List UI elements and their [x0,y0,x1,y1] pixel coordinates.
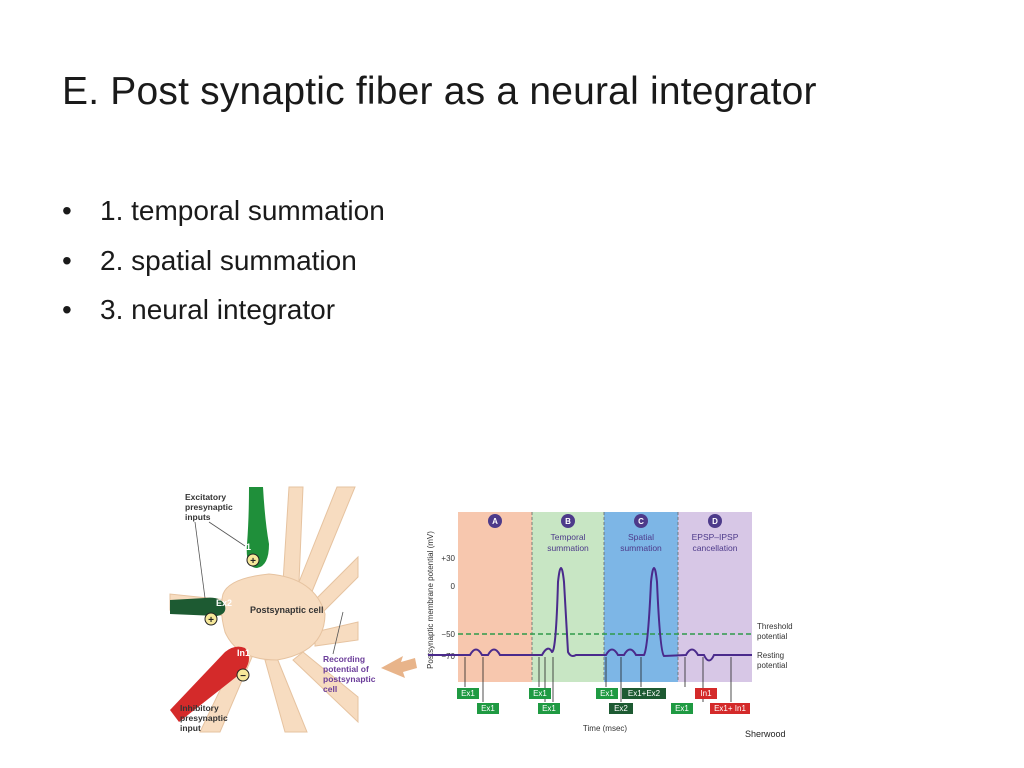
ytick-0: 0 [451,582,456,591]
svg-text:potential of: potential of [323,664,369,674]
panel-dividers [531,512,679,682]
svg-text:cell: cell [323,684,337,694]
bullet-item-neural-integrator: 3. neural integrator [62,285,385,335]
membrane-potential-trace [428,567,752,662]
credit-label: Sherwood [745,729,786,739]
svg-text:Ex1: Ex1 [461,689,475,698]
inhibitory-input-label: Inhibitory presynaptic input [180,703,228,733]
in1-label: In1 [237,648,250,658]
panel-b-marker: B [561,514,575,528]
svg-text:Ex1+Ex2: Ex1+Ex2 [628,689,661,698]
stim-bottom-ex1-a: Ex1 [477,703,499,714]
y-axis-label: Postsynaptic membrane potential (mV) [426,531,435,669]
threshold-label-line1: Threshold [757,622,793,631]
ex1-presynaptic-terminal [246,487,269,568]
stim-top-ex1-ex2: Ex1+Ex2 [622,688,666,699]
panel-a-marker: A [488,514,502,528]
resting-label-line2: potential [757,661,787,670]
panel-c-title-line1: Spatial [628,532,654,542]
svg-text:+: + [208,615,214,626]
stimulus-arrows [464,657,732,702]
panel-c-marker: C [634,514,648,528]
threshold-label-line2: potential [757,632,787,641]
bullet-item-spatial-summation: 2. spatial summation [62,236,385,286]
svg-text:postsynaptic: postsynaptic [323,674,376,684]
svg-text:Ex1: Ex1 [481,704,495,713]
stim-top-ex1-a: Ex1 [457,688,479,699]
recording-potential-label: Recording potential of postsynaptic cell [323,654,376,694]
svg-text:inputs: inputs [185,512,211,522]
svg-text:Ex2: Ex2 [614,704,628,713]
ex2-plus-marker: + [204,612,218,626]
svg-text:C: C [638,517,644,526]
ytick-minus50: −50 [441,630,455,639]
ytick-minus70: −70 [441,652,455,661]
in1-presynaptic-terminal [170,646,249,722]
panel-d-title-line1: EPSP–IPSP [692,532,739,542]
stim-bottom-ex1-c: Ex1 [671,703,693,714]
svg-text:Ex1: Ex1 [600,689,614,698]
stim-top-in1: In1 [695,688,717,699]
stim-top-ex1-b: Ex1 [529,688,551,699]
svg-text:Recording: Recording [323,654,365,664]
svg-text:presynaptic: presynaptic [185,502,233,512]
svg-text:presynaptic: presynaptic [180,713,228,723]
panel-b-title-line1: Temporal [551,532,586,542]
x-axis-label: Time (msec) [583,724,627,733]
postsynaptic-cell-label: Postsynaptic cell [250,605,324,615]
in1-minus-marker: − [236,668,250,682]
panel-a-background [458,512,532,682]
excitatory-inputs-label: Excitatory presynaptic inputs [185,492,233,522]
panel-c-title-line2: summation [620,543,662,553]
svg-text:input: input [180,723,201,733]
svg-text:Excitatory: Excitatory [185,492,226,502]
recording-arrow [381,656,417,678]
ex1-label: Ex1 [235,542,251,552]
svg-text:+: + [250,556,256,567]
ytick-plus30: +30 [441,554,455,563]
svg-text:Ex1: Ex1 [533,689,547,698]
svg-text:Inhibitory: Inhibitory [180,703,219,713]
svg-text:In1: In1 [700,689,712,698]
summation-figure: Ex1 Ex2 In1 + + − Excitatory presynaptic… [165,482,805,744]
stim-bottom-ex2: Ex2 [609,703,633,714]
summation-figure-svg: Ex1 Ex2 In1 + + − Excitatory presynaptic… [169,486,793,739]
stim-bottom-ex1-in1: Ex1+ In1 [710,703,750,714]
svg-text:Ex1: Ex1 [542,704,556,713]
slide-title: E. Post synaptic fiber as a neural integ… [62,70,817,113]
svg-text:Ex1: Ex1 [675,704,689,713]
ex2-presynaptic-terminal [170,597,226,616]
panel-b-title-line2: summation [547,543,589,553]
ex2-label: Ex2 [216,598,232,608]
stim-bottom-ex1-b: Ex1 [538,703,560,714]
bullet-item-temporal-summation: 1. temporal summation [62,186,385,236]
panel-d-marker: D [708,514,722,528]
svg-text:A: A [492,517,498,526]
resting-label-line1: Resting [757,651,784,660]
neuron-illustration: Ex1 Ex2 In1 + + − Excitatory presynaptic… [169,486,417,733]
excitatory-leader-lines [194,521,246,599]
membrane-potential-graph: A B C D Temporal summation Spatial summa… [426,512,793,739]
svg-text:Ex1+ In1: Ex1+ In1 [714,704,746,713]
panel-d-background [678,512,752,682]
svg-text:D: D [712,517,718,526]
ex1-plus-marker: + [246,553,260,567]
svg-text:−: − [240,671,246,682]
stim-top-ex1-c: Ex1 [596,688,618,699]
svg-text:B: B [565,517,571,526]
panel-d-title-line2: cancellation [693,543,738,553]
cell-body [220,573,326,661]
bullet-list: 1. temporal summation 2. spatial summati… [62,186,385,335]
